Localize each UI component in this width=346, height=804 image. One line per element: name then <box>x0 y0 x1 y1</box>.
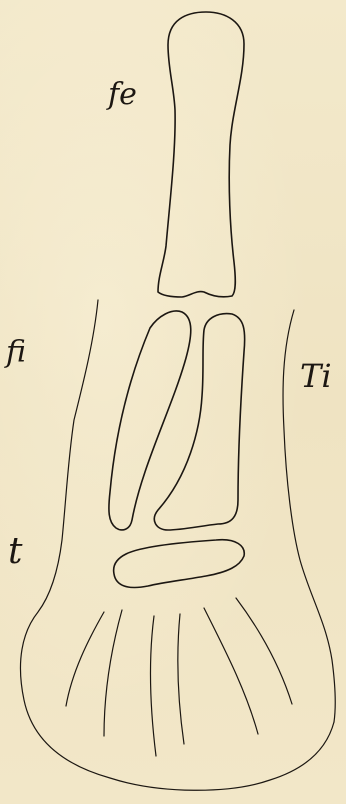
digit-ray-2 <box>104 610 122 736</box>
tibia-outline <box>154 314 244 530</box>
fibula-label: fi <box>6 338 26 368</box>
digit-ray-1 <box>66 612 104 706</box>
fibula-outline <box>109 311 191 530</box>
femur-outline <box>158 12 244 297</box>
limb-contour-left <box>20 300 334 790</box>
digit-ray-4 <box>178 614 184 744</box>
digit-ray-6 <box>236 598 292 704</box>
femur-label: fe <box>108 80 137 110</box>
tarsal-outline <box>114 540 245 588</box>
digit-ray-5 <box>204 608 258 734</box>
digit-ray-3 <box>150 616 156 756</box>
tibia-label: Ti <box>300 360 332 392</box>
tarsus-label: t <box>8 534 22 570</box>
